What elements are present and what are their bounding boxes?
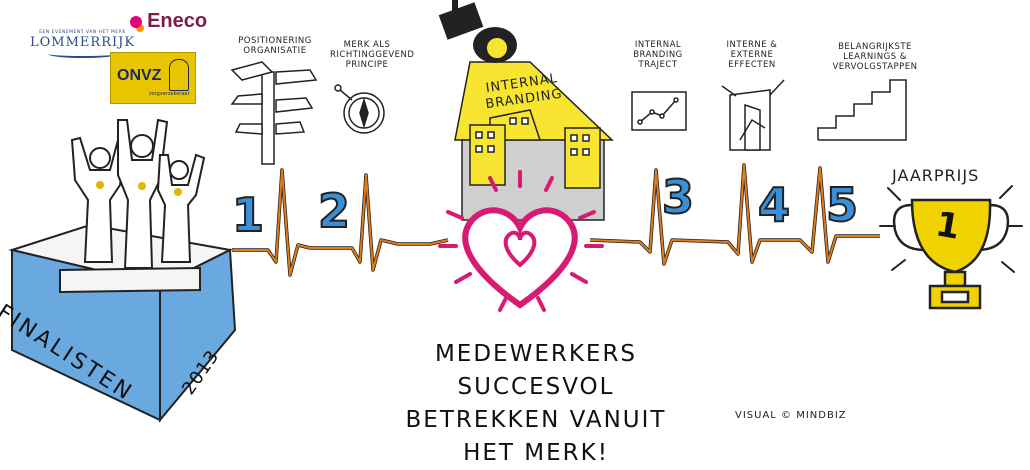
step-label-2: MERK ALS RICHTINGGEVEND PRINCIPE [330, 40, 415, 70]
eneco-mark-icon [130, 15, 142, 28]
heartbeat-line-color [232, 164, 880, 276]
step-number-3: 3 [661, 169, 695, 225]
step-label-5: BELANGRIJKSTE LEARNINGS & VERVOLGSTAPPEN [832, 42, 918, 72]
tagline-line-1: MEDEWERKERS SUCCESVOL [434, 341, 638, 400]
signpost-icon [230, 61, 318, 165]
step-number-1: 1 [231, 187, 265, 243]
credit-text: VISUAL © MINDBIZ [735, 410, 847, 421]
podium-icon [8, 223, 237, 423]
lommerrijk-wordmark: LOMMERRIJK [30, 35, 136, 50]
lommerrijk-tagline: EEN EVENEMENT VAN HET MERK [39, 30, 126, 35]
step-number-5: 5 [825, 177, 859, 233]
tagline-line-2: BETREKKEN VANUIT [405, 407, 667, 433]
lommerrijk-logo: EEN EVENEMENT VAN HET MERK LOMMERRIJK [30, 30, 135, 58]
step-label-3: INTERNAL BRANDING TRAJECT [633, 40, 683, 70]
step-label-4: INTERNE & EXTERNE EFFECTEN [726, 40, 778, 70]
effects-door-icon [721, 79, 785, 151]
compass-icon [334, 84, 385, 134]
step-number-4: 4 [757, 177, 791, 233]
onvz-subtitle: zorgverzekeraar [149, 91, 190, 97]
illustration [8, 0, 1023, 423]
eneco-wordmark: Eneco [147, 10, 208, 32]
tagline: MEDEWERKERS SUCCESVOL BETREKKEN VANUIT H… [356, 338, 716, 470]
eneco-logo: Eneco [130, 10, 207, 36]
traject-chart-icon [631, 91, 687, 131]
finalists-figures [70, 118, 206, 269]
lommerrijk-waves [47, 50, 118, 58]
stairs-icon [817, 79, 907, 141]
trophy-label: JAARPRIJS [892, 166, 980, 185]
step-number-2: 2 [317, 183, 351, 239]
onvz-wordmark: ONVZ [117, 67, 162, 84]
heart-icon [438, 170, 604, 312]
onvz-logo: ONVZ zorgverzekeraar [110, 52, 196, 104]
buildings-icon [461, 109, 605, 221]
trophy-icon [879, 185, 1023, 310]
step-label-1: POSITIONERING ORGANISATIE [238, 36, 312, 56]
onvz-figure-icon [169, 59, 189, 91]
